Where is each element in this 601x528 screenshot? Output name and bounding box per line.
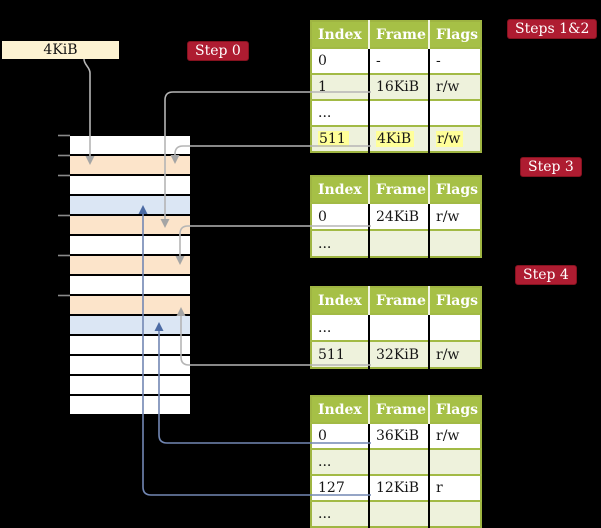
table-row-ellipsis: ...	[311, 313, 481, 341]
table-row-ellipsis: ...	[311, 448, 481, 475]
memory-frame-row-white	[70, 135, 190, 156]
table-row: 1 16KiB r/w	[311, 73, 481, 100]
table-header-row: Index Frame Flags	[311, 176, 481, 203]
memory-frame-row-orange	[70, 256, 190, 276]
memory-frame-row-blue	[70, 316, 190, 336]
page-table-step-3: Index Frame Flags 0 24KiB r/w ...	[310, 175, 482, 258]
header-cell-frame: Frame	[368, 21, 429, 48]
table-header-row: Index Frame Flags	[311, 396, 481, 423]
table-row: 0 36KiB r/w	[311, 422, 481, 449]
header-cell-index: Index	[311, 396, 369, 423]
page-size-label: 4KiB	[2, 41, 119, 59]
header-cell-flags: Flags	[428, 287, 481, 314]
memory-frame-row-blue	[70, 196, 190, 216]
table-row-ellipsis: ...	[311, 229, 481, 257]
header-cell-flags: Flags	[428, 21, 481, 48]
memory-tick-marks	[58, 134, 70, 297]
memory-frame-row-orange	[70, 296, 190, 316]
header-cell-frame: Frame	[368, 396, 429, 423]
memory-frame-row-white	[70, 376, 190, 396]
table-row: 0 24KiB r/w	[311, 202, 481, 230]
header-cell-index: Index	[311, 287, 369, 314]
page-table-step-4: Index Frame Flags ... 511 32KiB r/w	[310, 286, 482, 369]
table-row: 511 32KiB r/w	[311, 340, 481, 368]
memory-frame-row-white	[70, 176, 190, 196]
table-row: 127 12KiB r	[311, 474, 481, 501]
header-cell-flags: Flags	[428, 176, 481, 203]
table-row: 0 - -	[311, 47, 481, 74]
steps-1-2-badge: Steps 1&2	[507, 19, 598, 39]
memory-frame-row-white	[70, 276, 190, 296]
table-header-row: Index Frame Flags	[311, 21, 481, 48]
page-table-steps-1-2: Index Frame Flags 0 - - 1 16KiB r/w ... …	[310, 20, 482, 153]
header-cell-flags: Flags	[428, 396, 481, 423]
highlighted-value: r/w	[436, 131, 464, 147]
table-row-highlighted: 511 4KiB r/w	[311, 125, 481, 152]
step-4-badge: Step 4	[515, 265, 577, 285]
table-header-row: Index Frame Flags	[311, 287, 481, 314]
step-3-badge: Step 3	[520, 157, 582, 177]
table-row-ellipsis: ...	[311, 500, 481, 527]
table-row-ellipsis: ...	[311, 99, 481, 126]
memory-frame-row-white	[70, 236, 190, 256]
memory-frame-row-white	[70, 356, 190, 376]
header-cell-index: Index	[311, 176, 369, 203]
header-cell-frame: Frame	[368, 176, 429, 203]
memory-frame-row-white	[70, 396, 190, 416]
memory-frame-row-orange	[70, 216, 190, 236]
header-cell-index: Index	[311, 21, 369, 48]
physical-memory-column	[70, 135, 190, 416]
step-0-badge: Step 0	[187, 41, 249, 61]
memory-frame-row-white	[70, 336, 190, 356]
highlighted-value: 511	[318, 131, 349, 147]
header-cell-frame: Frame	[368, 287, 429, 314]
highlighted-value: 4KiB	[376, 131, 415, 147]
memory-frame-row-orange	[70, 156, 190, 176]
page-table-bottom: Index Frame Flags 0 36KiB r/w ... 127 12…	[310, 395, 482, 528]
